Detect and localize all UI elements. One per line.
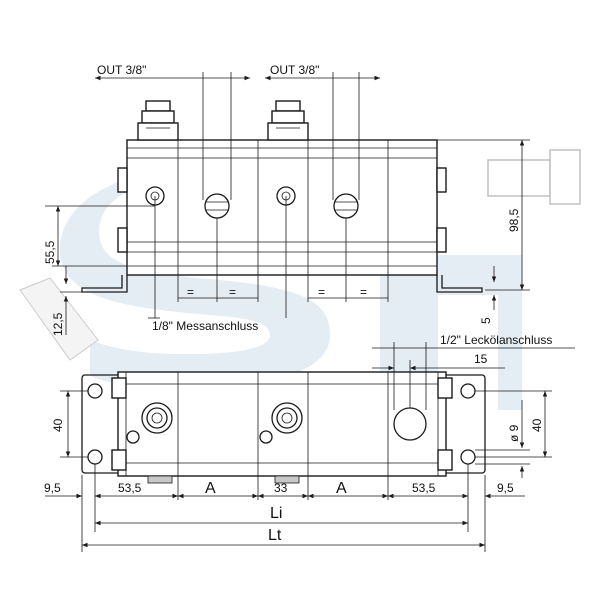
eq-mark-1: = bbox=[187, 285, 194, 299]
eq-mark-2: = bbox=[229, 285, 236, 299]
dim-53-5-right: 53,5 bbox=[412, 481, 436, 495]
dim-lt: Lt bbox=[268, 527, 282, 544]
front-view bbox=[19, 100, 581, 361]
dim-5: 5 bbox=[479, 317, 493, 324]
dim-40-left: 40 bbox=[51, 418, 65, 432]
dim-15: 15 bbox=[474, 352, 488, 366]
dim-a-left: A bbox=[205, 480, 216, 497]
dim-d9: ø 9 bbox=[507, 424, 521, 442]
dim-li: Li bbox=[270, 505, 282, 522]
plan-view bbox=[81, 371, 486, 484]
label-messanschluss: 1/8" Messanschluss bbox=[152, 319, 258, 333]
front-view-dimensions bbox=[45, 72, 530, 335]
dim-33: 33 bbox=[274, 481, 288, 495]
dim-98-5: 98,5 bbox=[507, 208, 521, 232]
dim-a-right: A bbox=[336, 480, 347, 497]
dim-55-5: 55,5 bbox=[43, 240, 57, 264]
label-out-left: OUT 3/8" bbox=[97, 63, 146, 77]
dim-9-5-right: 9,5 bbox=[497, 481, 514, 495]
dim-12-5: 12,5 bbox=[51, 312, 65, 336]
eq-mark-4: = bbox=[360, 285, 367, 299]
dim-53-5-left: 53,5 bbox=[118, 481, 142, 495]
dim-40-right: 40 bbox=[530, 418, 544, 432]
plan-view-dimensions bbox=[45, 342, 575, 552]
dim-9-5-left: 9,5 bbox=[44, 481, 61, 495]
eq-mark-3: = bbox=[318, 285, 325, 299]
label-leckoel: 1/2" Leckölanschluss bbox=[440, 333, 552, 347]
fitting-left bbox=[137, 100, 179, 141]
fitting-right bbox=[267, 100, 309, 141]
label-out-right: OUT 3/8" bbox=[270, 63, 319, 77]
hose-fitting-left bbox=[19, 277, 99, 361]
hose-fitting-right bbox=[487, 149, 581, 205]
